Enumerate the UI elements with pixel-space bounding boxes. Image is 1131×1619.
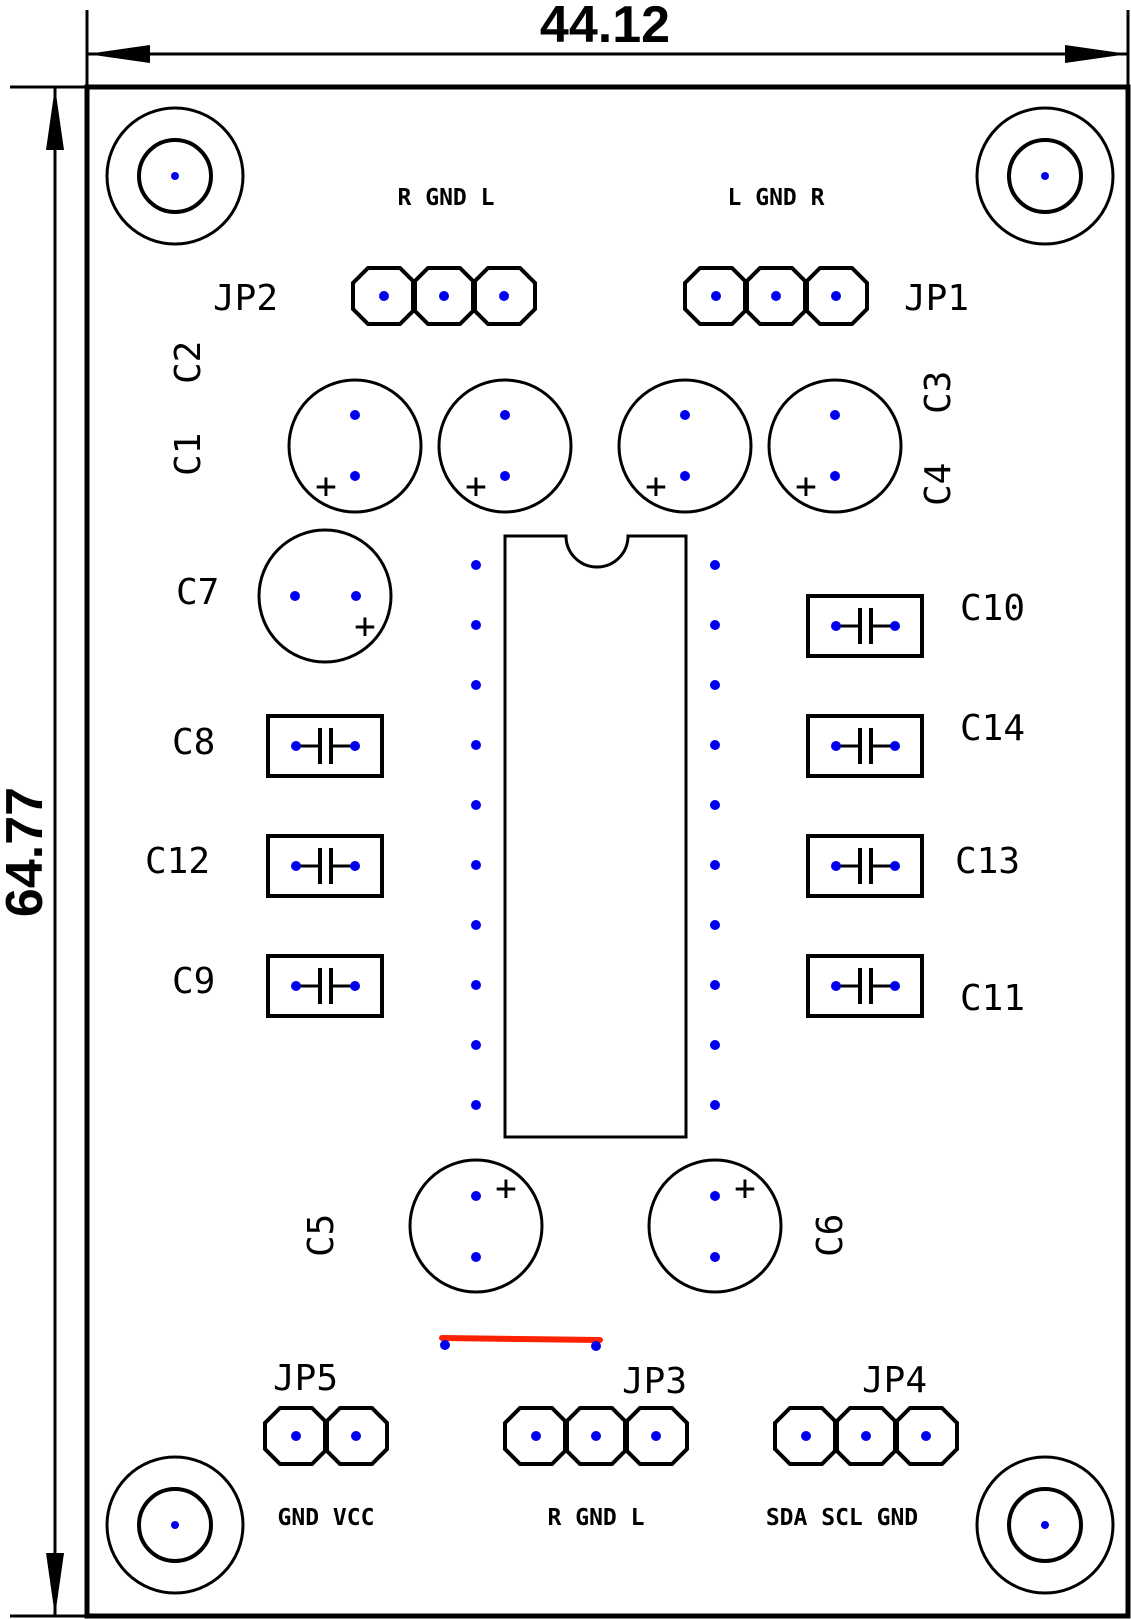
c3-polarity-mark: + [645, 466, 667, 507]
c10-label: C10 [960, 588, 1025, 629]
width-dimension: 44.12 [85, 0, 1130, 85]
jp2-pin-labels: R GND L [398, 185, 495, 211]
header-jp5 [263, 1406, 389, 1466]
capacitor-c7: + [257, 528, 393, 664]
capacitor-c12 [266, 834, 384, 898]
ic-pins-right [710, 560, 720, 1110]
height-dimension: 64.77 [0, 85, 85, 1618]
jp3-label: JP3 [622, 1361, 687, 1402]
jp5-pin-labels: GND VCC [278, 1505, 375, 1531]
header-jp4 [773, 1406, 959, 1466]
capacitor-c6: + [647, 1158, 783, 1294]
c7-polarity-mark: + [354, 606, 376, 647]
c4-polarity-mark: + [795, 466, 817, 507]
c5-polarity-mark: + [495, 1168, 517, 1209]
height-dimension-value: 64.77 [0, 787, 54, 917]
mounting-hole-bottom-left [105, 1455, 245, 1595]
capacitor-c11 [806, 954, 924, 1018]
c3-label: C3 [918, 371, 959, 414]
capacitor-c14 [806, 714, 924, 778]
jp1-pin-labels: L GND R [728, 185, 825, 211]
c9-label: C9 [172, 961, 215, 1002]
jp2-label: JP2 [213, 278, 278, 319]
capacitor-c3: + [617, 378, 753, 514]
c8-label: C8 [172, 722, 215, 763]
capacitor-c10 [806, 594, 924, 658]
c5-label: C5 [301, 1214, 342, 1257]
c11-label: C11 [960, 978, 1025, 1019]
capacitor-c13 [806, 834, 924, 898]
capacitor-c5: + [408, 1158, 544, 1294]
width-dimension-value: 44.12 [540, 0, 670, 54]
jp5-label: JP5 [273, 1358, 338, 1399]
c2-polarity-mark: + [465, 466, 487, 507]
jp1-label: JP1 [904, 278, 969, 319]
wire-jumper-trace [439, 1335, 603, 1351]
c13-label: C13 [955, 841, 1020, 882]
jp4-pin-labels: SDA SCL GND [766, 1505, 918, 1531]
mounting-hole-top-right [975, 106, 1115, 246]
c1-label: C1 [168, 433, 209, 476]
mounting-hole-top-left [105, 106, 245, 246]
capacitor-c4: + [767, 378, 903, 514]
capacitor-c1: + [287, 378, 423, 514]
c7-label: C7 [176, 572, 219, 613]
capacitor-c8 [266, 714, 384, 778]
board-outline [84, 84, 1131, 1619]
ic-dip-outline [503, 534, 688, 1139]
c6-label: C6 [810, 1214, 851, 1257]
jp4-label: JP4 [862, 1360, 927, 1401]
capacitor-c9 [266, 954, 384, 1018]
c14-label: C14 [960, 708, 1025, 749]
jp3-pin-labels: R GND L [548, 1505, 645, 1531]
header-jp1 [683, 266, 869, 326]
ic-pins-left [471, 560, 481, 1110]
mounting-hole-bottom-right [975, 1455, 1115, 1595]
c2-label: C2 [168, 341, 209, 384]
header-jp2 [351, 266, 537, 326]
capacitor-c2: + [437, 378, 573, 514]
c4-label: C4 [918, 463, 959, 506]
header-jp3 [503, 1406, 689, 1466]
c1-polarity-mark: + [315, 466, 337, 507]
c6-polarity-mark: + [734, 1168, 756, 1209]
c12-label: C12 [145, 841, 210, 882]
